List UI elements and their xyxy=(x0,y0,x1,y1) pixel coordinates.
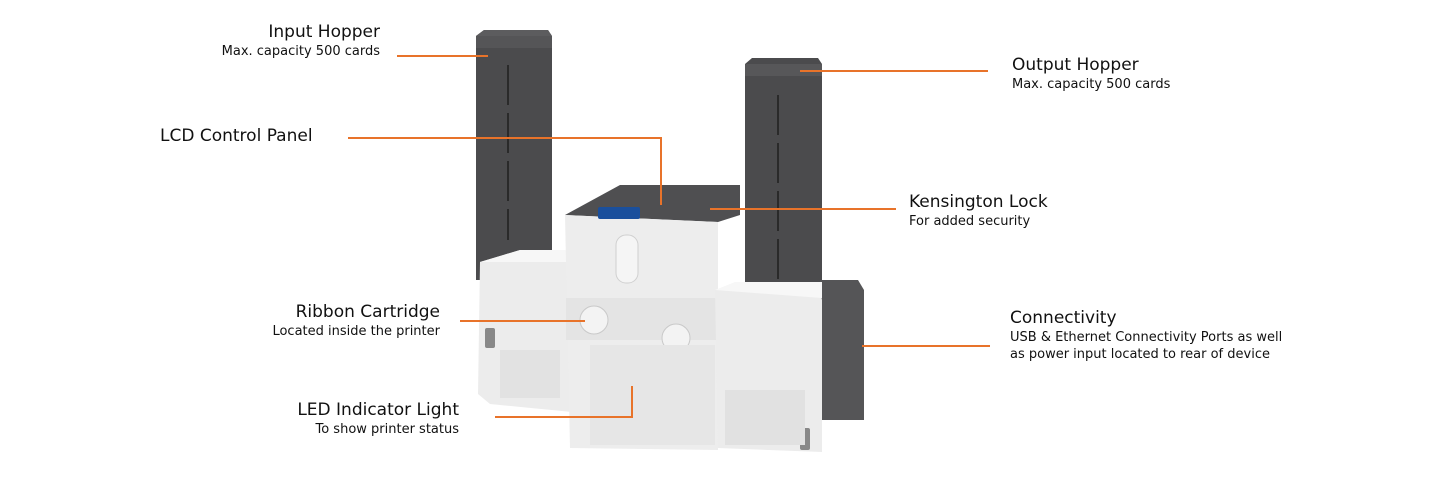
lcd-screen xyxy=(598,207,640,219)
ribbon-cartridge-subtitle: Located inside the printer xyxy=(272,324,440,339)
input-hopper-title: Input Hopper xyxy=(268,22,380,42)
led-light-title: LED Indicator Light xyxy=(297,400,459,420)
output-hopper-image xyxy=(745,58,822,292)
callout-connectivity: Connectivity USB & Ethernet Connectivity… xyxy=(1010,308,1290,363)
callout-kensington-lock: Kensington Lock For added security xyxy=(909,192,1048,230)
output-hopper-subtitle: Max. capacity 500 cards xyxy=(1012,77,1171,92)
led-leader xyxy=(495,386,633,418)
callout-output-hopper: Output Hopper Max. capacity 500 cards xyxy=(1012,55,1170,93)
center-unit-image xyxy=(565,185,740,450)
callout-ribbon-cartridge: Ribbon Cartridge Located inside the prin… xyxy=(272,302,440,340)
output-hopper-title: Output Hopper xyxy=(1012,55,1139,75)
input-hopper-image xyxy=(476,30,552,280)
left-base-image xyxy=(478,250,572,412)
ribbon-cartridge-title: Ribbon Cartridge xyxy=(295,302,440,322)
kensington-lock-title: Kensington Lock xyxy=(909,192,1048,212)
right-base-image xyxy=(715,282,822,452)
callout-lcd-panel: LCD Control Panel xyxy=(160,126,313,147)
leader-lines xyxy=(348,55,990,418)
kensington-lock-subtitle: For added security xyxy=(909,214,1031,229)
rear-panel-image xyxy=(820,280,864,420)
callout-led-light: LED Indicator Light To show printer stat… xyxy=(297,400,459,438)
input-hopper-subtitle: Max. capacity 500 cards xyxy=(221,44,380,59)
lcd-panel-title: LCD Control Panel xyxy=(160,126,313,146)
lcd-panel-leader xyxy=(348,137,662,205)
callout-input-hopper: Input Hopper Max. capacity 500 cards xyxy=(222,22,380,60)
led-light-subtitle: To show printer status xyxy=(315,422,459,437)
connectivity-subtitle: USB & Ethernet Connectivity Ports as wel… xyxy=(1010,330,1283,362)
connectivity-title: Connectivity xyxy=(1010,308,1117,328)
